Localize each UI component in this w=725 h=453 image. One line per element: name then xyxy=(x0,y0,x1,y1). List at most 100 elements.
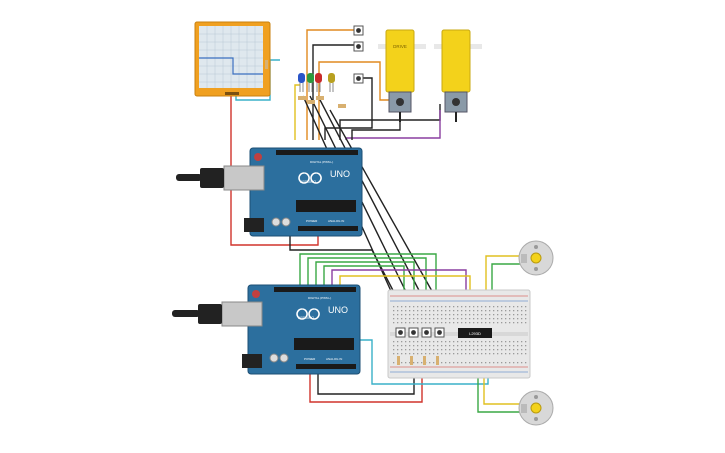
board-brand: ARDUINO xyxy=(298,316,314,320)
wire-purple-bb[interactable] xyxy=(331,269,467,300)
oscilloscope[interactable] xyxy=(194,21,271,97)
wire-green-4[interactable] xyxy=(323,265,405,300)
led-icon xyxy=(307,73,314,83)
atmega-chip xyxy=(296,200,356,212)
wire-green-motor-bot[interactable] xyxy=(477,370,522,413)
resistor-icon[interactable] xyxy=(265,60,268,69)
resistor-icon[interactable] xyxy=(436,356,439,365)
wire-black-button1[interactable] xyxy=(312,44,358,140)
wire-diag-4[interactable] xyxy=(329,109,438,301)
analog-header[interactable] xyxy=(298,226,358,231)
pushbutton-icon xyxy=(437,330,442,335)
wire-yellow-motor-top[interactable] xyxy=(485,255,522,300)
wire-black-button2[interactable] xyxy=(324,77,373,140)
gear-motor-label: DRIVE xyxy=(393,44,407,49)
wire-yellow-led[interactable] xyxy=(294,84,300,140)
pushbutton-icon xyxy=(398,330,403,335)
digital-label: DIGITAL (PWM~) xyxy=(308,296,331,300)
wires xyxy=(230,29,522,413)
wire-green-motor-top[interactable] xyxy=(491,263,522,300)
resistor-icon[interactable] xyxy=(410,356,413,365)
breadboard[interactable]: L293D xyxy=(387,289,531,379)
power-label: POWER xyxy=(306,219,318,223)
pushbutton-bb-4[interactable] xyxy=(434,327,445,338)
resistor-icon[interactable] xyxy=(316,96,324,100)
board-brand: ARDUINO xyxy=(300,180,316,184)
wire-black-motor1[interactable] xyxy=(351,118,401,140)
wire-black-bottom[interactable] xyxy=(317,374,415,395)
arduino-infinity-icon xyxy=(296,308,320,320)
led-icon xyxy=(298,73,305,83)
wire-green-1[interactable] xyxy=(299,253,437,300)
resistors xyxy=(265,60,346,108)
usb-cable xyxy=(172,310,200,317)
arduino-top[interactable]: UNO ARDUINO DIGITAL (PWM~) ANALOG IN POW… xyxy=(176,147,363,237)
analog-label: ANALOG IN xyxy=(328,219,344,223)
analog-header[interactable] xyxy=(296,364,356,369)
usb-port xyxy=(223,165,265,191)
led-green[interactable] xyxy=(307,73,314,92)
arduino-bottom[interactable]: UNO ARDUINO DIGITAL (PWM~) ANALOG IN POW… xyxy=(172,284,361,375)
board-logo: UNO xyxy=(328,305,348,315)
oscilloscope-connector xyxy=(225,92,239,95)
pushbutton-bb-1[interactable] xyxy=(395,327,406,338)
digital-label: DIGITAL (PWM~) xyxy=(310,160,333,164)
reset-button[interactable] xyxy=(252,290,260,298)
usb-plug-icon[interactable] xyxy=(200,168,224,188)
wire-yellow-bb[interactable] xyxy=(339,275,471,300)
reset-button[interactable] xyxy=(254,153,262,161)
pushbutton-icon xyxy=(356,28,361,33)
wire-orange-motor[interactable] xyxy=(318,61,395,140)
pushbuttons xyxy=(353,25,364,84)
oscilloscope-trace xyxy=(199,57,263,75)
resistor-icon[interactable] xyxy=(338,104,346,108)
power-label: POWER xyxy=(304,357,316,361)
leds xyxy=(298,73,335,92)
pushbutton-icon xyxy=(356,44,361,49)
pushbutton-2[interactable] xyxy=(353,41,364,52)
resistor-icon[interactable] xyxy=(298,96,306,100)
pushbutton-bb-3[interactable] xyxy=(421,327,432,338)
breadboard-resistors xyxy=(397,356,439,365)
wire-yellow-motor-bot[interactable] xyxy=(483,370,522,405)
pushbutton-bb-2[interactable] xyxy=(408,327,419,338)
pushbutton-icon xyxy=(424,330,429,335)
analog-label: ANALOG IN xyxy=(326,357,342,361)
power-jack xyxy=(244,218,264,232)
wire-black-top-bb[interactable] xyxy=(289,236,399,301)
dc-motor-top[interactable] xyxy=(518,240,554,276)
usb-port xyxy=(221,301,263,327)
pushbutton-icon xyxy=(411,330,416,335)
wire-red-bottom[interactable] xyxy=(309,374,423,403)
resistor-icon[interactable] xyxy=(397,356,400,365)
pushbutton-1[interactable] xyxy=(353,25,364,36)
oscilloscope-grid xyxy=(199,26,263,88)
usb-cable xyxy=(176,174,202,181)
usb-plug-icon[interactable] xyxy=(198,304,222,324)
board-logo: UNO xyxy=(330,169,350,179)
led-icon xyxy=(315,73,322,83)
led-red[interactable] xyxy=(315,73,322,92)
led-blue[interactable] xyxy=(298,73,305,92)
driver-chip-label: L293D xyxy=(469,331,481,336)
wire-green-2[interactable] xyxy=(307,257,427,300)
wire-diag-3[interactable] xyxy=(317,95,425,301)
resistor-icon[interactable] xyxy=(307,100,315,104)
led-icon xyxy=(328,73,335,83)
gear-motor-2[interactable] xyxy=(434,29,482,122)
wire-green-3[interactable] xyxy=(315,261,415,300)
dc-motor-bottom[interactable] xyxy=(518,390,554,426)
power-jack xyxy=(242,354,262,368)
led-yellow[interactable] xyxy=(328,73,335,92)
pushbutton-3[interactable] xyxy=(353,73,364,84)
digital-header[interactable] xyxy=(274,287,356,292)
digital-header[interactable] xyxy=(276,150,358,155)
pushbutton-icon xyxy=(356,76,361,81)
driver-chip[interactable] xyxy=(458,328,492,338)
wire-cyan-scope[interactable] xyxy=(235,59,280,101)
wire-purple-motor2[interactable] xyxy=(345,110,441,140)
atmega-chip xyxy=(294,338,354,350)
gear-motor-1[interactable]: DRIVE xyxy=(378,29,426,122)
resistor-icon[interactable] xyxy=(423,356,426,365)
